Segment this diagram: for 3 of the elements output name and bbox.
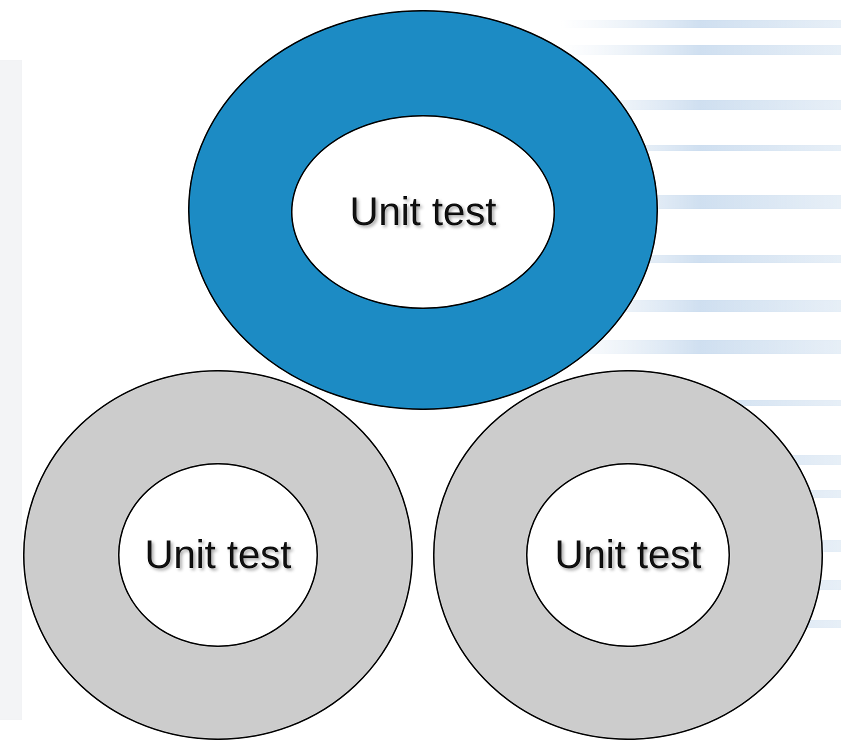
node-label: Unit test [144, 532, 292, 578]
node-label: Unit test [350, 190, 496, 234]
node-label: Unit test [554, 532, 702, 578]
